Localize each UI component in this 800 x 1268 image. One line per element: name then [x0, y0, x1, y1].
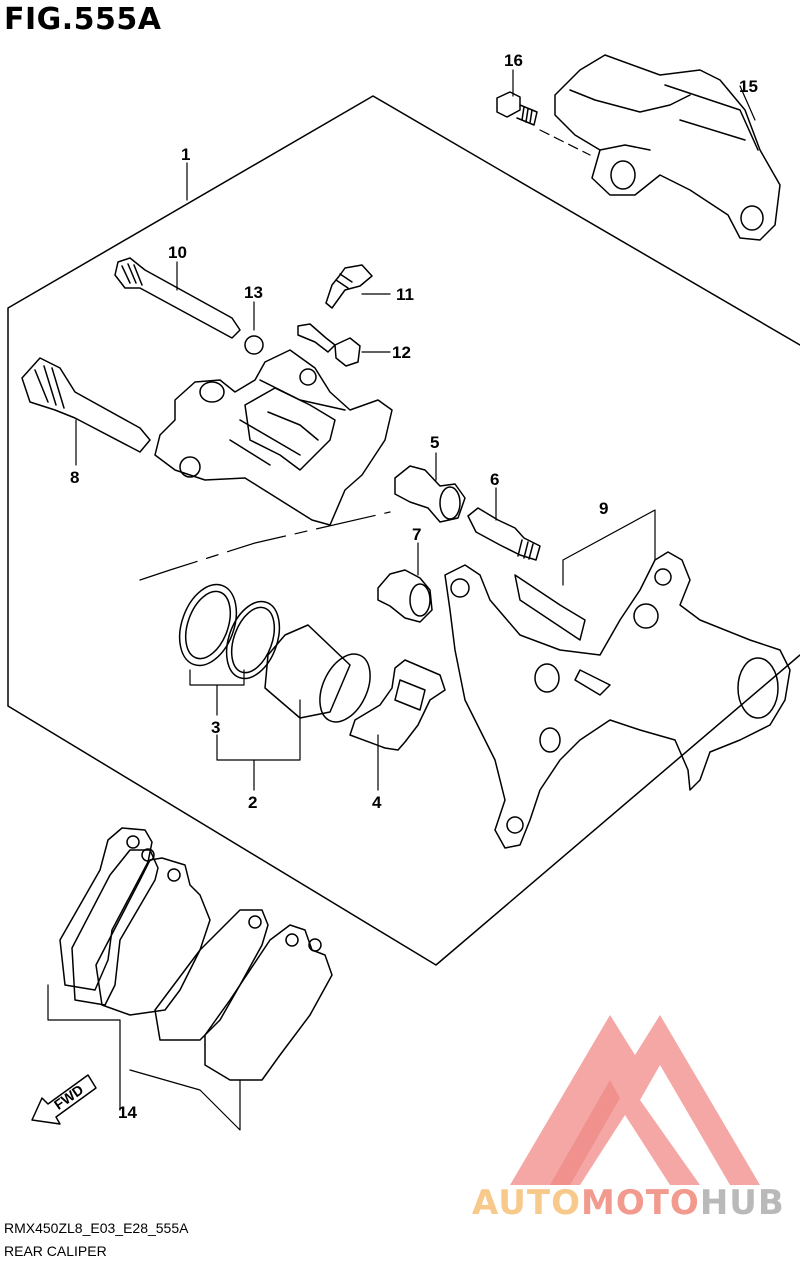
caliper-bracket-part	[444, 551, 791, 849]
section-name: REAR CALIPER	[4, 1243, 107, 1259]
callout-9: 9	[599, 499, 608, 518]
callout-5: 5	[430, 433, 439, 452]
boot-5-part	[394, 465, 466, 523]
leader-lines	[47, 69, 756, 1131]
caliper-body-part	[154, 349, 393, 526]
piston-part	[264, 624, 371, 723]
bleeder-valve-part	[325, 264, 373, 309]
callout-labels: 1 2 3 4 5 6 7 8 9 10 11 12 13 14 15 16	[70, 51, 758, 1122]
callout-16: 16	[504, 51, 523, 70]
callout-13: 13	[244, 283, 263, 302]
watermark-brand-text: AUTOMOTOHUB	[472, 1183, 785, 1223]
seal-set-part	[178, 583, 281, 680]
callout-8: 8	[70, 468, 79, 487]
pad-spring-part	[349, 659, 446, 751]
caliper-guard-part	[554, 54, 781, 241]
brand-part-auto: AUTO	[472, 1183, 581, 1223]
callout-10: 10	[168, 243, 187, 262]
figure-title: FIG.555A	[4, 2, 162, 37]
callout-6: 6	[490, 470, 499, 489]
bolt-part	[496, 91, 538, 126]
model-code: RMX450ZL8_E03_E28_555A	[4, 1220, 189, 1236]
callout-3: 3	[211, 718, 220, 737]
callout-14: 14	[118, 1103, 137, 1122]
pad-pin-part	[114, 257, 241, 339]
o-ring-part	[244, 335, 264, 355]
callout-12: 12	[392, 343, 411, 362]
bleeder-cap-part	[297, 323, 361, 367]
brand-part-hub: HUB	[699, 1183, 785, 1223]
callout-1: 1	[181, 145, 190, 164]
callout-2: 2	[248, 793, 257, 812]
assembly-boundary	[7, 95, 800, 966]
slide-pin-6-part	[467, 507, 541, 561]
callout-7: 7	[412, 525, 421, 544]
callout-15: 15	[739, 77, 758, 96]
pad-set-part	[59, 827, 333, 1081]
forward-direction-arrow: FWD	[31, 1074, 97, 1125]
slide-pin-8-part	[21, 357, 151, 453]
callout-11: 11	[396, 285, 414, 304]
boot-7-part	[377, 569, 433, 623]
callout-4: 4	[372, 793, 382, 812]
brand-part-moto: MOTO	[580, 1183, 700, 1223]
watermark-logo	[510, 1015, 760, 1185]
